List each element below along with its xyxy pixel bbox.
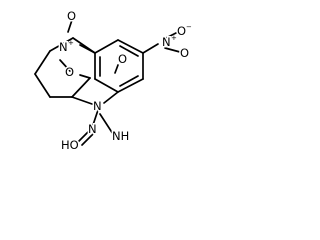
bond-carbonyl-1 (114, 64, 119, 74)
bond-nitro-right-o1 (165, 31, 179, 39)
atom-o-top-right-b: O (180, 46, 189, 60)
atom-o-carbonyl: O (118, 52, 127, 66)
bond-nitro-left (79, 44, 96, 54)
bond-arom-5 (94, 78, 119, 93)
bond-arom-1 (94, 39, 119, 54)
bond-c-to-n-lower (91, 109, 99, 129)
atom-o-top-left: O (67, 9, 76, 23)
bond-n-nh (99, 113, 114, 135)
bond-bridge-o-1 (79, 74, 91, 79)
bond-nitro-right (142, 43, 159, 54)
charge-plus-top-right: + (171, 34, 177, 42)
bond-ring-1 (34, 50, 51, 75)
molecule-structure-diagram: N + O N + O − O O O N N HO NH (34, 8, 193, 154)
atom-n-ring: N (93, 99, 102, 113)
bond-ring-6 (71, 77, 91, 98)
bond-to-n-ring (71, 96, 93, 105)
bond-nitro-left-o (67, 19, 73, 33)
bond-n-to-carbonyl (77, 127, 93, 143)
charge-plus-top-left: + (68, 39, 74, 47)
atom-nh: NH (112, 129, 129, 143)
bond-n-to-carbon (103, 91, 119, 104)
bond-arom-inner-1 (119, 45, 139, 57)
atom-n-top-left: N (59, 40, 68, 54)
atom-n-top-right: N (162, 35, 171, 49)
atom-labels: N + O N + O − O O O N N HO NH (58, 8, 193, 154)
bond-carbonyl-double (81, 131, 96, 146)
bond-arom-2 (117, 39, 144, 54)
atom-oh: HO (61, 138, 79, 152)
atom-o-top-right-a: O (177, 24, 186, 38)
bond-ring-4 (49, 37, 74, 52)
bond-layer (34, 19, 181, 146)
bond-arom-4 (117, 78, 144, 93)
atom-o-bridge: O (65, 65, 74, 79)
bond-ring-2 (34, 73, 51, 98)
bond-bridge-o-2 (59, 59, 71, 72)
atom-n-hydrazide: N (88, 122, 97, 136)
charge-minus-top-right: − (186, 23, 192, 31)
bond-nitro-right-o2 (164, 47, 181, 53)
bond-arom-inner-2 (119, 75, 139, 87)
